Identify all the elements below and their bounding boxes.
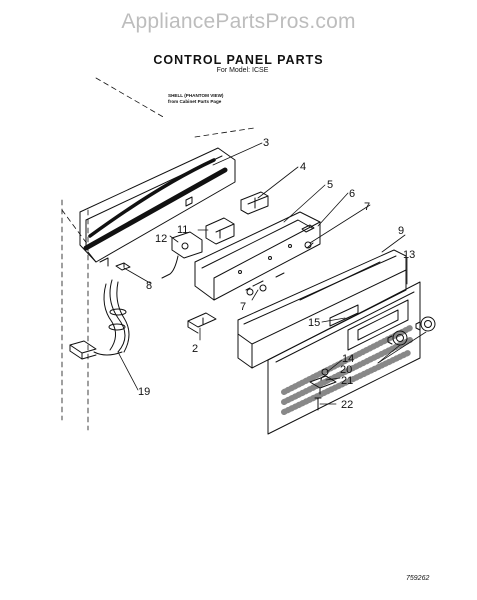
- screw-part-7-upper: [304, 241, 314, 249]
- callout-21: 21: [341, 375, 353, 387]
- callout-15: 15: [308, 317, 320, 329]
- bracket-part-21: [309, 375, 337, 395]
- switch-part-11: [205, 217, 235, 245]
- diagram-subtitle: For Model: ICSE: [216, 67, 269, 74]
- knob-part-20-b: [415, 316, 436, 332]
- phantom-view-note: SHELL (PHANTOM VIEW) from Cabinet Parts …: [168, 93, 223, 104]
- callout-7-upper: 7: [364, 201, 370, 213]
- callout-19: 19: [138, 386, 150, 398]
- callout-22: 22: [341, 399, 353, 411]
- callout-5: 5: [327, 179, 333, 191]
- screw-part-22: [314, 397, 322, 411]
- wire-harness-part-19: [69, 279, 130, 360]
- callout-7-lower: 7: [240, 301, 246, 313]
- leader-lines: [117, 142, 427, 405]
- callout-3: 3: [263, 137, 269, 149]
- part-number-callouts: 3 4 5 6 7 9 11 12 8 13 15 2 7 14 20 21 1…: [138, 137, 415, 411]
- callout-4: 4: [300, 161, 306, 173]
- overlay-panel-part-13: [267, 281, 421, 435]
- callout-2: 2: [192, 343, 198, 355]
- callout-13: 13: [403, 249, 415, 261]
- console-shell-part-3: [79, 147, 236, 267]
- retainer-part-14: [321, 368, 329, 376]
- switch-part-4: [240, 191, 269, 215]
- screw-part-6: [301, 224, 315, 233]
- note-line-2: from Cabinet Parts Page: [168, 98, 222, 104]
- callout-9: 9: [398, 225, 404, 237]
- shell-phantom-outline: [61, 77, 255, 431]
- diagram-title: CONTROL PANEL PARTS: [153, 53, 324, 67]
- latch-part-2: [187, 312, 217, 334]
- screws-part-7-lower: [245, 272, 285, 296]
- callout-14: 14: [342, 353, 354, 365]
- drawing-code: 759262: [406, 575, 430, 582]
- callout-6: 6: [349, 188, 355, 200]
- mounting-bracket-part-5: [194, 211, 321, 301]
- callout-11: 11: [177, 224, 188, 236]
- knob-part-20-a: [387, 330, 408, 346]
- clip-part-8: [115, 262, 131, 271]
- note-line-1: SHELL (PHANTOM VIEW): [168, 93, 224, 98]
- callout-12: 12: [155, 233, 167, 245]
- callout-8: 8: [146, 280, 152, 292]
- callout-20: 20: [340, 364, 352, 376]
- watermark-logo-text: AppliancePartsPros.com: [121, 10, 356, 33]
- selector-part-12: [161, 231, 203, 279]
